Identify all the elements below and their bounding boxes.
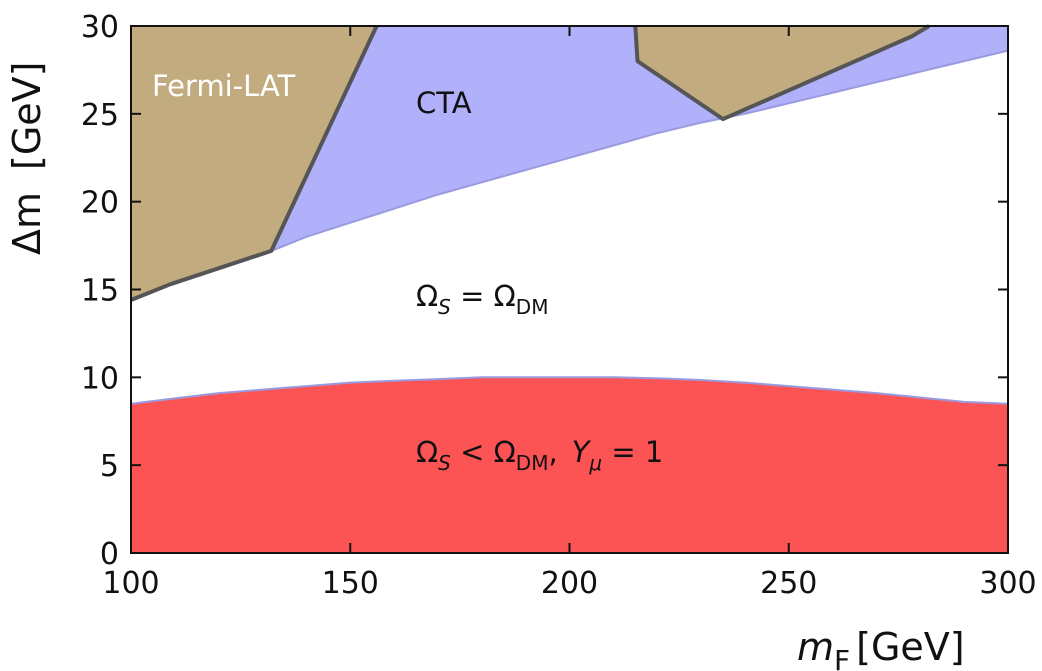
axis-ticks: 100 150 200 250 300 0 5 10 15 20 25 30 — [81, 10, 1037, 601]
omega-dm-subscript: DM — [516, 295, 549, 319]
underabundant-region-label: ΩS < ΩDM,Yμ = 1 — [416, 435, 663, 475]
label-comma: , — [548, 435, 557, 469]
y-tick-label: 10 — [81, 361, 119, 396]
x-axis-title: mF[GeV] — [797, 625, 965, 671]
fermi-lat-label: Fermi-LAT — [152, 69, 296, 103]
y-tick-label: 5 — [100, 449, 119, 484]
underabundant-region — [131, 377, 1008, 553]
y-axis-title-unit: [GeV] — [5, 62, 49, 170]
less-than-sign: < — [451, 435, 494, 469]
x-tick-label: 200 — [541, 566, 598, 601]
x-tick-label: 300 — [979, 566, 1036, 601]
omega-symbol-2: Ω — [494, 435, 516, 469]
relic-density-line-label: ΩS = ΩDM — [416, 279, 548, 319]
omega-symbol-2: Ω — [494, 279, 516, 313]
cta-boundary-line — [270, 49, 1009, 252]
y-tick-label: 20 — [81, 186, 119, 221]
y-tick-label: 15 — [81, 274, 119, 309]
y-tick-label: 30 — [81, 10, 119, 45]
omega-s-subscript: S — [438, 451, 451, 475]
fermi-lat-boundary-right — [633, 24, 931, 122]
yukawa-value: = 1 — [602, 435, 663, 469]
plot-regions — [130, 24, 1009, 553]
y-tick-label: 0 — [100, 537, 119, 572]
cta-region — [271, 26, 1008, 251]
fermi-lat-boundary-left — [130, 25, 379, 302]
equals-sign: = — [451, 279, 494, 313]
y-axis-title-symbol: Δm — [5, 192, 49, 255]
x-tick-label: 250 — [760, 566, 817, 601]
cta-label: CTA — [416, 86, 472, 120]
omega-symbol: Ω — [416, 435, 438, 469]
x-axis-title-unit: [GeV] — [856, 625, 964, 669]
y-tick-label: 25 — [81, 98, 119, 133]
omega-dm-subscript: DM — [516, 451, 549, 475]
x-axis-title-subscript: F — [834, 644, 850, 671]
x-axis-title-symbol: m — [797, 625, 834, 669]
y-axis-title: Δm [GeV] — [5, 62, 49, 256]
x-tick-label: 150 — [322, 566, 379, 601]
fermi-lat-region-left — [131, 26, 377, 300]
omega-s-subscript: S — [438, 295, 451, 319]
yukawa-mu-subscript: μ — [588, 451, 602, 475]
relic-density-boundary-line — [130, 376, 1009, 405]
fermi-lat-region-right — [635, 26, 930, 120]
x-tick-label: 100 — [102, 566, 159, 601]
omega-symbol: Ω — [416, 279, 438, 313]
yukawa-symbol: Y — [572, 435, 592, 469]
plot-frame — [130, 25, 1009, 554]
